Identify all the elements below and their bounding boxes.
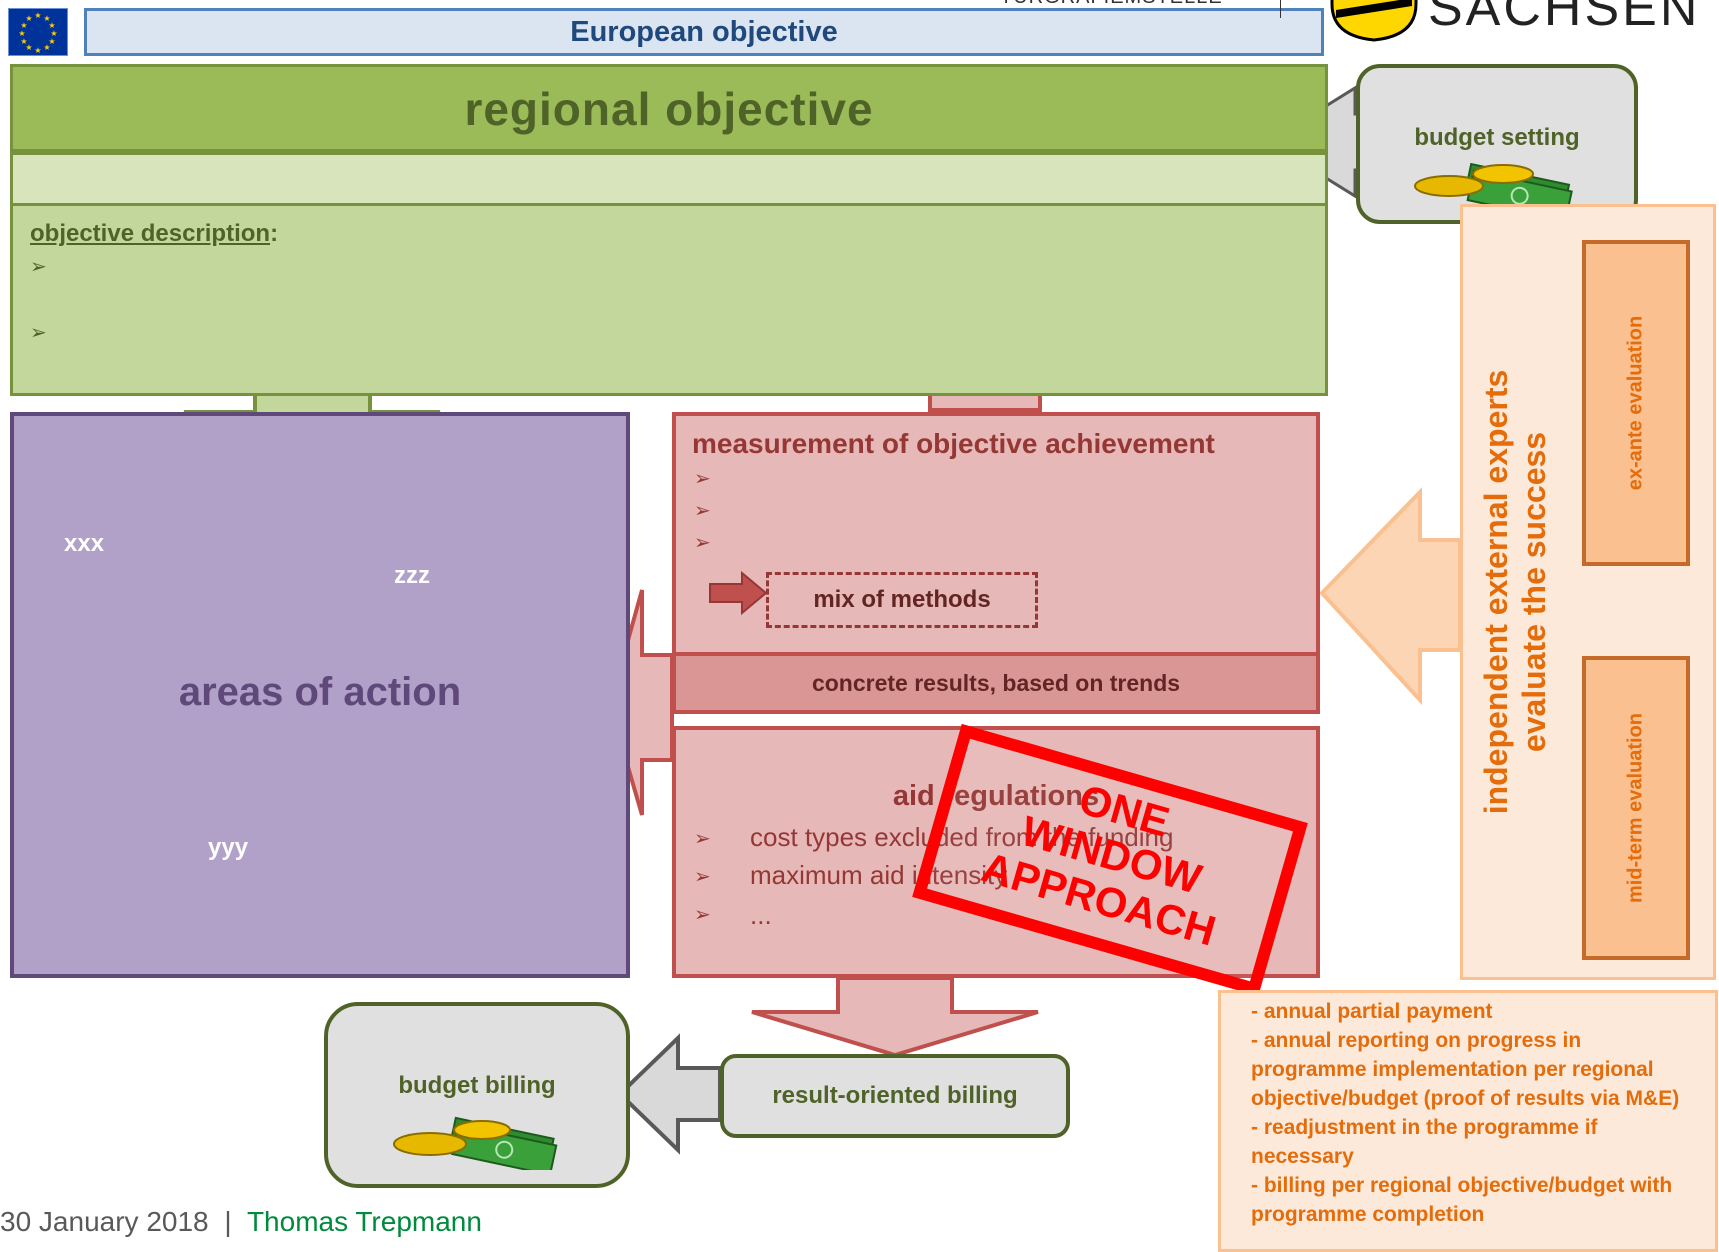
measurement-bullet-2: ➢	[694, 500, 711, 522]
areas-item-yyy: yyy	[208, 834, 249, 861]
aid-item-2: maximum aid intensity	[750, 860, 1008, 890]
concrete-results-bar: concrete results, based on trends	[672, 652, 1320, 714]
measurement-title: measurement of objective achievement	[692, 428, 1215, 459]
notes-box: - annual partial payment - annual report…	[1218, 990, 1718, 1252]
concrete-results-label: concrete results, based on trends	[811, 670, 1181, 696]
aid-regulations-box	[672, 726, 1320, 978]
mid-term-evaluation-box: mid-term evaluation	[1582, 656, 1690, 960]
down-arrow-aid-to-billing	[751, 976, 1039, 1058]
areas-item-xxx: xxx	[64, 530, 105, 557]
note-3: - readjustment in the programme if neces…	[1251, 1116, 1598, 1168]
mix-of-methods-box: mix of methods	[766, 572, 1038, 628]
money-icon	[382, 1110, 572, 1177]
objective-bullet-2: ➢	[30, 322, 47, 344]
svg-text:★: ★	[34, 11, 41, 20]
red-right-arrow-icon	[709, 570, 768, 616]
footer-date: 30 January 2018	[0, 1206, 209, 1237]
saxony-coat-of-arms-icon	[1328, 0, 1420, 42]
result-oriented-billing-label: result-oriented billing	[772, 1082, 1018, 1109]
sachsen-logo-text: SACHSEN	[1428, 0, 1701, 37]
mid-term-evaluation-label: mid-term evaluation	[1624, 712, 1647, 904]
budget-setting-box: budget setting	[1356, 64, 1638, 224]
measurement-bullet-3: ➢	[694, 532, 711, 554]
svg-text:★: ★	[20, 37, 27, 46]
ex-ante-evaluation-box: ex-ante evaluation	[1582, 240, 1690, 566]
budget-setting-label: budget setting	[1414, 124, 1580, 151]
objective-description-label: objective description	[30, 220, 271, 247]
aid-bullet-3: ➢	[694, 904, 711, 926]
left-arrow-experts-to-measurement	[1319, 487, 1462, 706]
svg-text:★: ★	[34, 46, 41, 55]
experts-line-2: evaluate the success	[1516, 431, 1552, 753]
aid-item-1: cost types excluded from the funding	[750, 822, 1174, 852]
svg-text:★: ★	[43, 43, 50, 52]
areas-item-zzz: zzz	[394, 562, 430, 589]
note-1: - annual partial payment	[1251, 1000, 1493, 1023]
aid-bullet-2: ➢	[694, 866, 711, 888]
ex-ante-evaluation-label: ex-ante evaluation	[1624, 315, 1647, 491]
svg-text:★: ★	[48, 37, 55, 46]
footer-author: Thomas Trepmann	[246, 1206, 482, 1237]
experts-line-1: independent external experts	[1478, 369, 1514, 815]
note-4: - billing per regional objective/budget …	[1251, 1174, 1673, 1226]
svg-text:★: ★	[43, 14, 50, 23]
eu-flag-icon: ★★★★ ★★★★ ★★★★	[8, 8, 68, 56]
budget-billing-label: budget billing	[398, 1072, 556, 1099]
svg-text:★: ★	[18, 29, 25, 38]
header-divider	[1280, 0, 1281, 18]
footer-separator: |	[224, 1206, 232, 1237]
svg-text:★: ★	[20, 21, 27, 30]
header-partial-text: TURGRAFIEMSTELLE	[1000, 0, 1260, 4]
measurement-bullet-1: ➢	[694, 468, 711, 490]
mix-of-methods-label: mix of methods	[813, 586, 991, 613]
budget-billing-box: budget billing	[324, 1002, 630, 1188]
left-arrow-result-to-billing	[617, 1033, 722, 1155]
aid-item-3: ...	[750, 900, 772, 930]
regional-objective-title: regional objective	[464, 83, 874, 135]
aid-bullet-1: ➢	[694, 828, 711, 850]
svg-text:★: ★	[50, 29, 57, 38]
european-objective-bar: European objective	[84, 8, 1324, 56]
footer: 30 January 2018 | Thomas Trepmann	[0, 1206, 482, 1238]
objective-description: objective description:	[30, 220, 279, 247]
svg-text:★: ★	[25, 43, 32, 52]
objective-bullet-1: ➢	[30, 256, 47, 278]
svg-text:★: ★	[48, 21, 55, 30]
result-oriented-billing-box: result-oriented billing	[720, 1054, 1070, 1138]
areas-of-action-title: areas of action	[178, 670, 462, 714]
svg-text:★: ★	[25, 14, 32, 23]
regional-objective-subbar	[10, 152, 1328, 206]
aid-regulations-title: aid regulations	[892, 780, 1100, 812]
areas-of-action-box	[10, 412, 630, 978]
experts-text: independent external experts evaluate th…	[1460, 204, 1570, 980]
regional-objective-title-bar: regional objective	[10, 64, 1328, 152]
european-objective-label: European objective	[570, 16, 838, 48]
note-2: - annual reporting on progress in progra…	[1251, 1029, 1680, 1110]
